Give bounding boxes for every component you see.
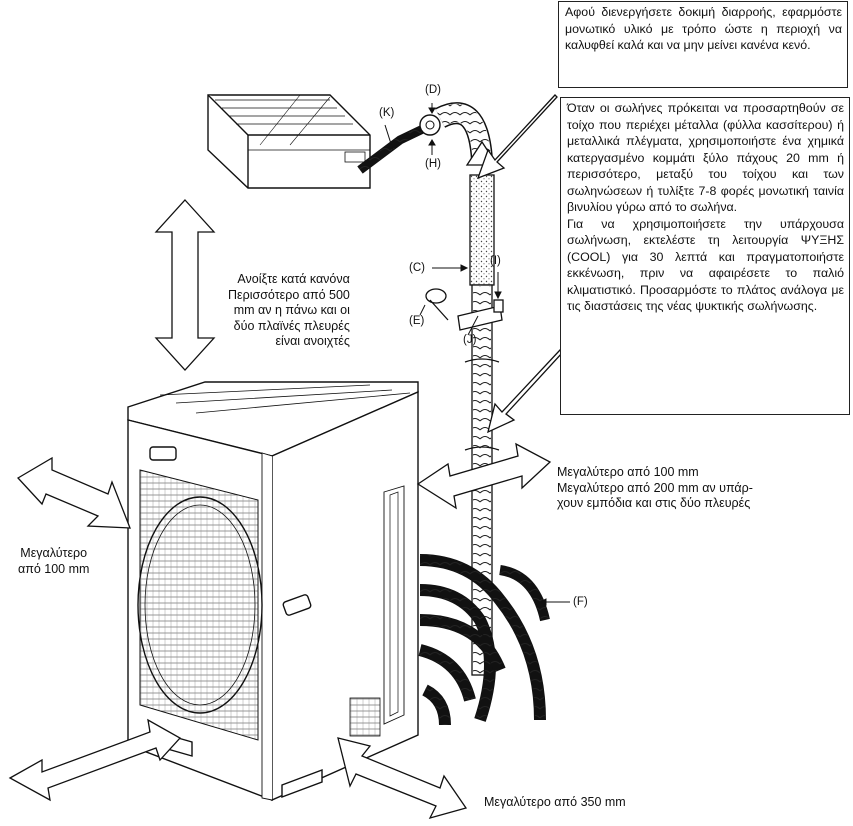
top-clearance-line: mm αν η πάνω και οι: [233, 303, 350, 317]
left-clearance-line: Μεγαλύτερο: [20, 546, 88, 560]
clearance-arrows: [8, 199, 552, 820]
callout-h: (H): [425, 158, 441, 170]
top-clearance-line: Ανοίξτε κατά κανόνα: [237, 272, 350, 286]
callout-d: (D): [425, 84, 441, 96]
insulation-note: Αφού διενεργήσετε δοκιμή διαρροής, εφαρμ…: [558, 1, 848, 88]
indoor-connecting-pipe: [357, 114, 441, 174]
outdoor-unit: [127, 381, 419, 802]
front-right-clearance-arrow: [337, 737, 468, 820]
callout-e: (E): [409, 315, 425, 327]
callout-j: (J): [463, 334, 477, 346]
indoor-unit: [207, 94, 371, 189]
callout-c: (C): [409, 262, 425, 274]
callout-leaders: [384, 103, 570, 606]
outdoor-pipe-bundle: [418, 554, 550, 726]
pipe-clamp: [425, 288, 504, 331]
right-clearance-label: Μεγαλύτερο από 100 mm Μεγαλύτερο από 200…: [557, 465, 753, 512]
top-clearance-label: Ανοίξτε κατά κανόνα Περισσότερο από 500 …: [228, 272, 350, 350]
leader-arrows: [476, 94, 564, 434]
wall-metal-note-text: Όταν οι σωλήνες πρόκειται να προσαρτηθού…: [567, 101, 844, 214]
top-clearance-line: δύο πλαϊνές πλευρές: [233, 318, 350, 333]
wall-mounting-note: Όταν οι σωλήνες πρόκειται να προσαρτηθού…: [560, 97, 850, 415]
callout-i: (I): [490, 255, 501, 267]
existing-piping-note-text: Για να χρησιμοποιήσετε την υπάρχουσα σωλ…: [567, 216, 844, 314]
top-clearance-line: Περισσότερο από 500: [228, 287, 350, 302]
callout-k: (K): [379, 107, 395, 119]
right-clearance-line: Μεγαλύτερο από 200 mm αν υπάρ-: [557, 480, 753, 495]
left-clearance-line: από 100 mm: [18, 561, 90, 576]
front-clearance-label: Μεγαλύτερο από 350 mm: [484, 795, 626, 809]
front-left-clearance-arrow: [8, 718, 182, 802]
right-clearance-line: Μεγαλύτερο από 100 mm: [557, 465, 699, 479]
right-clearance-line: χουν εμπόδια και στις δύο πλευρές: [557, 496, 751, 510]
top-clearance-arrow: [154, 199, 216, 371]
right-clearance-arrow: [416, 442, 552, 510]
left-clearance-label: Μεγαλύτερο από 100 mm: [18, 546, 89, 577]
insulation-note-text: Αφού διενεργήσετε δοκιμή διαρροής, εφαρμ…: [565, 5, 842, 52]
callout-f: (F): [573, 596, 588, 608]
top-clearance-line: είναι ανοιχτές: [275, 334, 350, 348]
left-clearance-arrow: [16, 456, 131, 529]
